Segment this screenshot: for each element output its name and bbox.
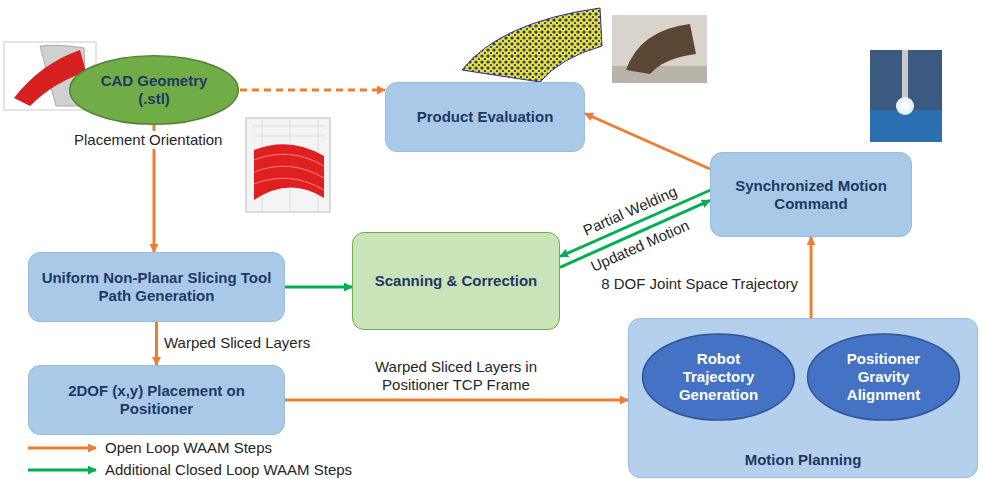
legend-text: Open Loop WAAM Steps — [105, 439, 272, 457]
flow-arrow — [240, 89, 385, 92]
part-photo — [612, 15, 707, 83]
ellipse-outline — [68, 55, 240, 125]
edge-label: 8 DOF Joint Space Trajectory — [599, 275, 800, 293]
node-text: Robot Trajectory Generation — [667, 350, 770, 404]
group-box: Motion Planning Robot Trajectory Generati… — [628, 318, 978, 478]
slice-plot — [246, 118, 330, 212]
flow-arrow — [285, 399, 628, 402]
node-text: Synchronized Motion Command — [721, 177, 901, 213]
process-box: Product Evaluation — [385, 82, 585, 152]
start-ellipse: CAD Geometry (.stl) — [68, 55, 240, 125]
flow-arrow — [285, 286, 352, 289]
ellipse-outline — [806, 333, 961, 421]
flow-arrow — [560, 200, 710, 267]
closed-loop-box: Scanning & Correction — [352, 232, 560, 330]
node-text: 2DOF (x,y) Placement on Positioner — [39, 382, 274, 418]
module-ellipse: Robot Trajectory Generation — [641, 333, 796, 421]
ellipse-outline — [641, 333, 796, 421]
node-text: Motion Planning — [745, 451, 862, 469]
process-box: Uniform Non-Planar Slicing Tool Path Gen… — [28, 252, 285, 322]
process-box: 2DOF (x,y) Placement on Positioner — [28, 365, 285, 435]
legend-sample-arrow — [28, 447, 96, 450]
edge-label: Placement Orientation — [72, 131, 224, 149]
flow-arrow — [810, 237, 813, 318]
edge-label: Partial Welding — [578, 182, 681, 241]
cad-render — [4, 42, 96, 110]
flow-arrow — [153, 125, 156, 252]
module-ellipse: Positioner Gravity Alignment — [806, 333, 961, 421]
welding-photo — [870, 50, 942, 142]
node-text: Positioner Gravity Alignment — [832, 350, 935, 404]
flow-arrow — [560, 190, 710, 256]
node-text: Product Evaluation — [417, 108, 554, 126]
process-box: Synchronized Motion Command — [710, 152, 912, 237]
legend-sample-arrow — [28, 469, 96, 472]
edge-label: Updated Motion — [586, 215, 694, 276]
node-text: CAD Geometry (.stl) — [92, 72, 216, 108]
flow-arrow — [155, 322, 158, 365]
edge-label: Warped Sliced Layers — [162, 334, 312, 352]
legend-text: Additional Closed Loop WAAM Steps — [105, 461, 352, 479]
node-text: Scanning & Correction — [375, 272, 538, 290]
scan-surface — [462, 8, 602, 82]
node-text: Uniform Non-Planar Slicing Tool Path Gen… — [39, 269, 274, 305]
flow-arrow — [585, 114, 710, 170]
edge-label: Warped Sliced Layers in Positioner TCP F… — [349, 358, 563, 394]
